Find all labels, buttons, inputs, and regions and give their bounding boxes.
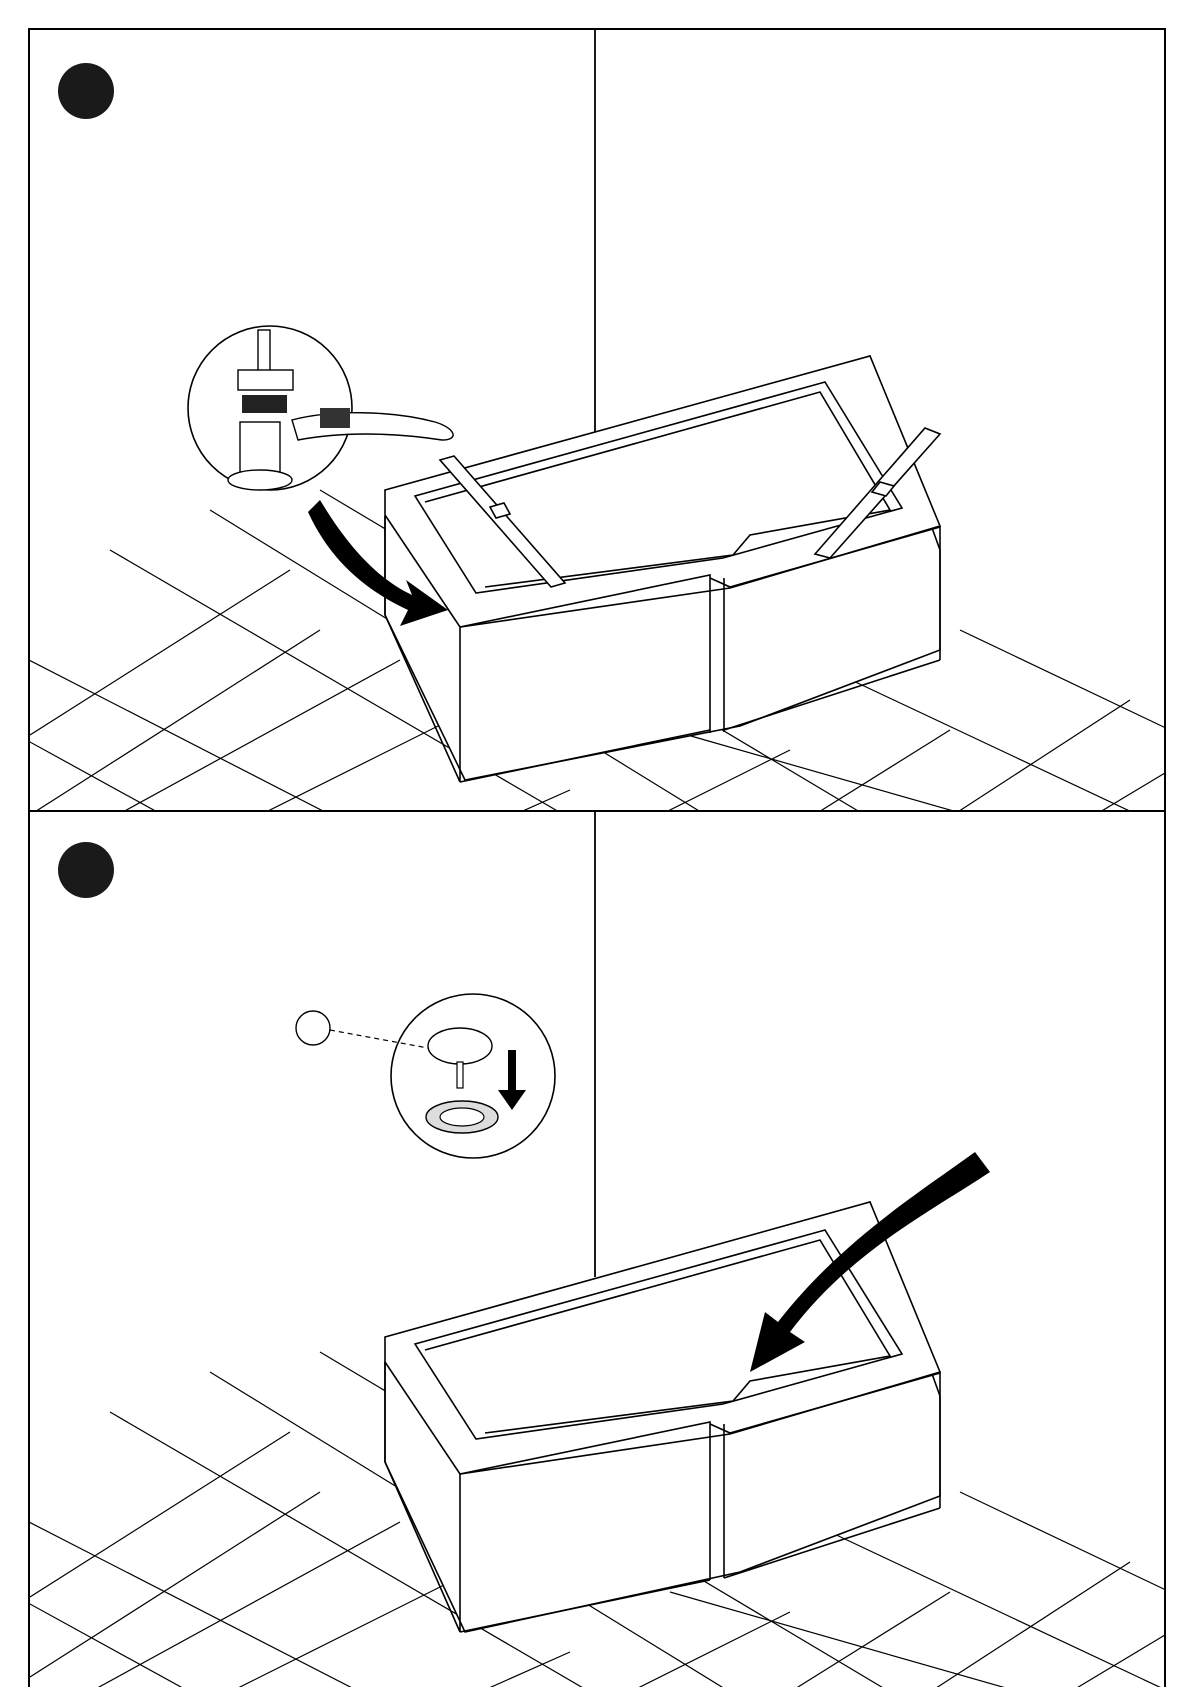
step-2-badge bbox=[58, 842, 114, 898]
waste-plug-icon bbox=[296, 994, 555, 1158]
bath-tub bbox=[385, 1202, 940, 1632]
bath-tub bbox=[385, 356, 940, 782]
step-1-badge bbox=[58, 63, 114, 119]
step-2-panel bbox=[28, 811, 1166, 1687]
adjustable-wrench-leg-icon bbox=[188, 326, 453, 490]
step-1-illustration bbox=[30, 30, 1166, 811]
step-1-panel bbox=[28, 28, 1166, 811]
step-2-illustration bbox=[30, 812, 1166, 1687]
